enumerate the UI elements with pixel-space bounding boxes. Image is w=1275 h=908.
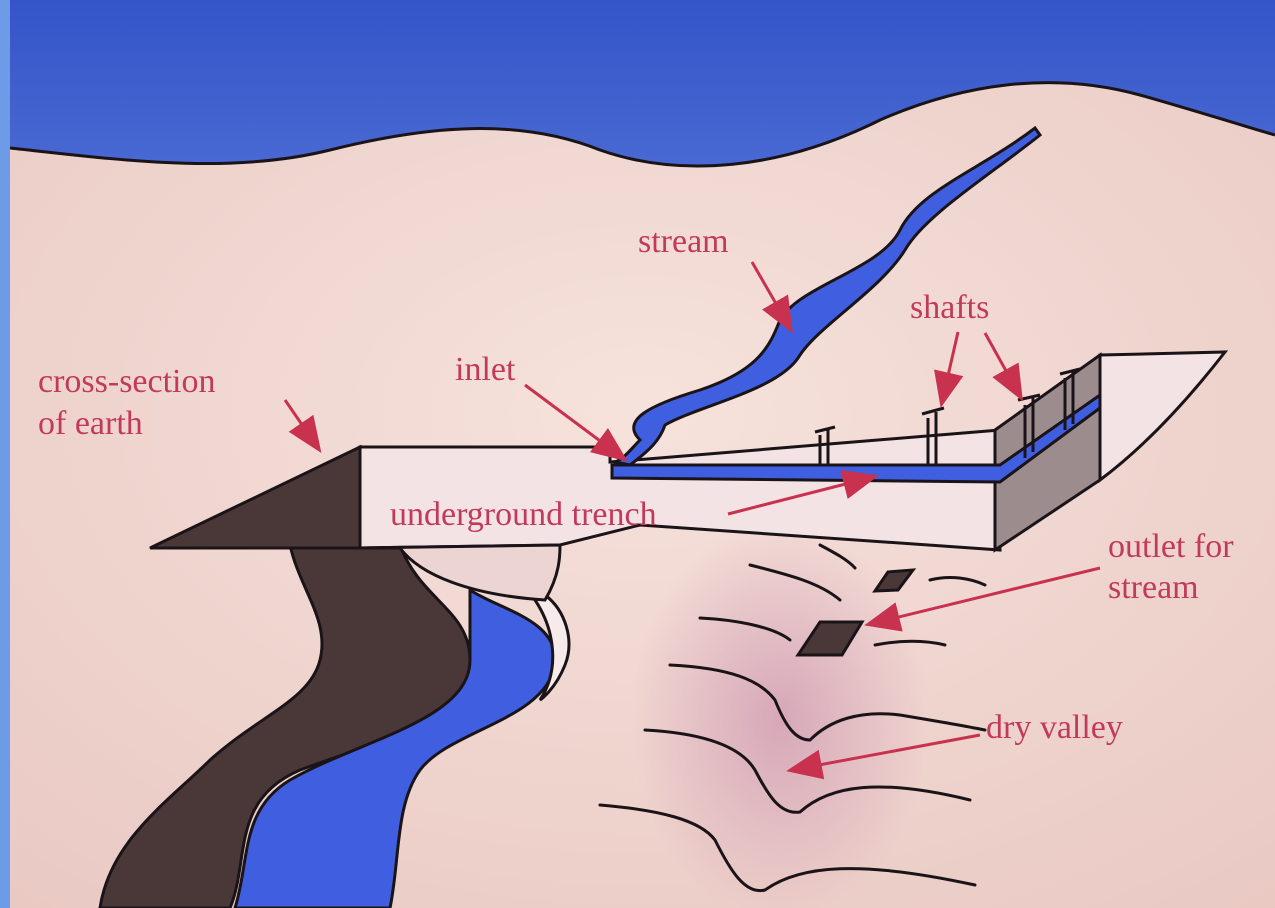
label-dry-valley: dry valley — [986, 709, 1123, 746]
label-stream: stream — [638, 223, 729, 260]
label-outlet-1: outlet for — [1108, 528, 1234, 565]
label-inlet: inlet — [455, 351, 516, 388]
frame-left-edge — [0, 0, 10, 908]
label-outlet-2: stream — [1108, 569, 1199, 606]
label-cross-section-2: of earth — [38, 405, 143, 442]
label-shafts: shafts — [910, 289, 989, 326]
label-underground-trench: underground trench — [390, 496, 657, 533]
label-cross-section-1: cross-section — [38, 363, 216, 400]
